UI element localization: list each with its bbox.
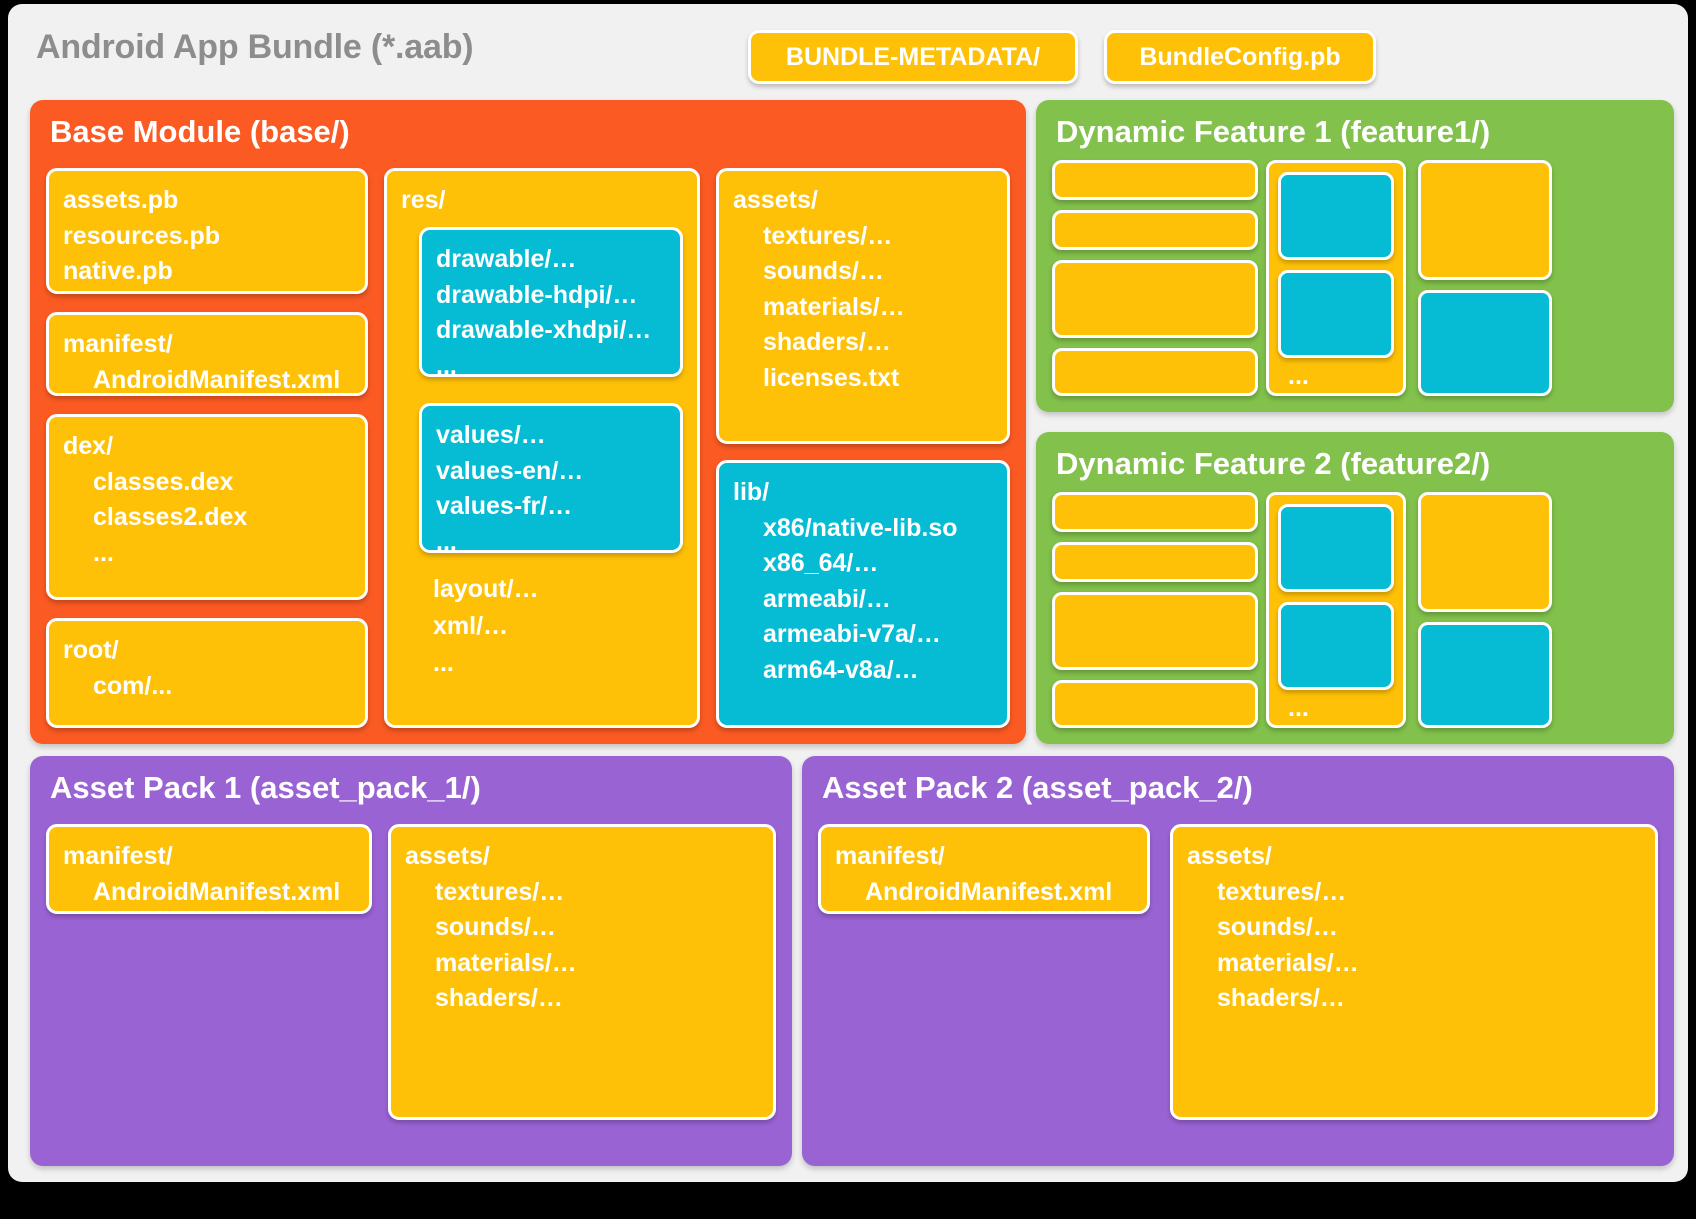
assets-sounds-line: sounds/… — [763, 257, 884, 285]
ap2-sounds-line: sounds/… — [1217, 913, 1338, 941]
manifest-dir-line: manifest/ — [63, 330, 173, 358]
classes-dex-line: classes.dex — [93, 467, 234, 496]
lib-x86-line: x86/native-lib.so — [763, 513, 958, 542]
ap2-manifest-dir-line: manifest/ — [835, 842, 945, 870]
lib-armeabi-v7a-line: armeabi-v7a/… — [763, 620, 941, 648]
ap1-materials-line: materials/… — [435, 948, 577, 977]
page-title: Android App Bundle (*.aab) — [36, 28, 474, 66]
bundle-header: Android App Bundle (*.aab) BUNDLE-METADA… — [8, 4, 1688, 96]
feature1-box-a4[interactable] — [1052, 348, 1258, 396]
resources-pb-line: resources.pb — [63, 221, 221, 250]
asset-pack-1-title: Asset Pack 1 (asset_pack_1/) — [50, 770, 481, 805]
drawable-hdpi-line: drawable-hdpi/… — [436, 280, 638, 309]
feature2-box-r1[interactable] — [1418, 492, 1552, 612]
asset-pack-2-assets-box[interactable]: assets/ textures/… sounds/… materials/… … — [1170, 824, 1658, 1120]
res-ellipsis-line: ... — [433, 649, 454, 677]
feature2-ellipsis: ... — [1288, 694, 1309, 722]
assets-dir-line: assets/ — [733, 186, 818, 214]
res-values-box[interactable]: values/… values-en/… values-fr/… ... — [419, 403, 683, 553]
lib-dir-line: lib/ — [733, 478, 770, 506]
lib-arm64-v8a-line: arm64-v8a/… — [763, 655, 919, 684]
base-module-title: Base Module (base/) — [50, 114, 350, 149]
lib-armeabi-line: armeabi/… — [763, 584, 891, 613]
feature2-box-a2[interactable] — [1052, 542, 1258, 582]
dynamic-feature-2-title: Dynamic Feature 2 (feature2/) — [1056, 446, 1491, 481]
feature1-box-r2[interactable] — [1418, 290, 1552, 396]
ap2-shaders-line: shaders/… — [1217, 984, 1345, 1012]
asset-pack-2-manifest-box[interactable]: manifest/ AndroidManifest.xml — [818, 824, 1150, 914]
base-assets-box[interactable]: assets/ textures/… sounds/… materials/… … — [716, 168, 1010, 444]
ap1-shaders-line: shaders/… — [435, 984, 563, 1012]
assets-textures-line: textures/… — [763, 221, 893, 250]
values-line: values/… — [436, 421, 546, 449]
dynamic-feature-2-panel[interactable]: Dynamic Feature 2 (feature2/) ... — [1036, 432, 1674, 744]
root-ellipsis-line: ... — [93, 707, 114, 728]
feature2-box-a4[interactable] — [1052, 680, 1258, 728]
feature1-ellipsis: ... — [1288, 362, 1309, 390]
asset-pack-2-panel[interactable]: Asset Pack 2 (asset_pack_2/) manifest/ A… — [802, 756, 1674, 1166]
feature2-box-a1[interactable] — [1052, 492, 1258, 532]
layout-line: layout/… — [433, 575, 539, 603]
feature1-box-a2[interactable] — [1052, 210, 1258, 250]
native-pb-line: native.pb — [63, 257, 173, 285]
feature1-res-child-2[interactable] — [1278, 270, 1394, 358]
asset-pack-1-panel[interactable]: Asset Pack 1 (asset_pack_1/) manifest/ A… — [30, 756, 792, 1166]
feature2-res-child-2[interactable] — [1278, 602, 1394, 690]
res-dir-line: res/ — [401, 186, 446, 214]
base-module-panel[interactable]: Base Module (base/) assets.pb resources.… — [30, 100, 1026, 744]
ap2-textures-line: textures/… — [1217, 877, 1347, 906]
base-lib-box[interactable]: lib/ x86/native-lib.so x86_64/… armeabi/… — [716, 460, 1010, 728]
drawable-ellipsis-line: ... — [436, 351, 457, 377]
dynamic-feature-1-title: Dynamic Feature 1 (feature1/) — [1056, 114, 1491, 149]
ap1-android-manifest-line: AndroidManifest.xml — [93, 877, 341, 906]
dex-ellipsis-line: ... — [93, 538, 114, 567]
lib-x86-64-line: x86_64/… — [763, 549, 879, 577]
asset-pack-2-title: Asset Pack 2 (asset_pack_2/) — [822, 770, 1253, 805]
ap2-android-manifest-line: AndroidManifest.xml — [865, 877, 1113, 906]
feature2-res-child-1[interactable] — [1278, 504, 1394, 592]
feature1-res-child-1[interactable] — [1278, 172, 1394, 260]
drawable-xhdpi-line: drawable-xhdpi/… — [436, 316, 652, 344]
root-com-line: com/... — [93, 671, 173, 700]
assets-shaders-line: shaders/… — [763, 328, 891, 356]
xml-line: xml/… — [433, 612, 509, 640]
ap1-sounds-line: sounds/… — [435, 913, 556, 941]
values-en-line: values-en/… — [436, 456, 584, 485]
drawable-line: drawable/… — [436, 245, 577, 273]
asset-pack-1-manifest-box[interactable]: manifest/ AndroidManifest.xml — [46, 824, 372, 914]
dex-dir-line: dex/ — [63, 432, 114, 460]
android-manifest-line: AndroidManifest.xml — [93, 365, 341, 394]
bundle-metadata-pill[interactable]: BUNDLE-METADATA/ — [748, 30, 1078, 84]
bundle-config-pill[interactable]: BundleConfig.pb — [1104, 30, 1376, 84]
ap2-materials-line: materials/… — [1217, 948, 1359, 977]
feature2-box-r2[interactable] — [1418, 622, 1552, 728]
base-manifest-box[interactable]: manifest/ AndroidManifest.xml — [46, 312, 368, 396]
base-proto-files-box[interactable]: assets.pb resources.pb native.pb — [46, 168, 368, 294]
values-fr-line: values-fr/… — [436, 492, 573, 520]
base-dex-box[interactable]: dex/ classes.dex classes2.dex ... — [46, 414, 368, 600]
classes2-dex-line: classes2.dex — [93, 503, 248, 531]
ap1-assets-dir-line: assets/ — [405, 842, 490, 870]
values-ellipsis-line: ... — [436, 527, 457, 553]
ap1-textures-line: textures/… — [435, 877, 565, 906]
res-other-dirs-group: layout/… xml/… ... — [433, 571, 539, 682]
asset-pack-1-assets-box[interactable]: assets/ textures/… sounds/… materials/… … — [388, 824, 776, 1120]
feature1-box-a3[interactable] — [1052, 260, 1258, 338]
res-drawable-box[interactable]: drawable/… drawable-hdpi/… drawable-xhdp… — [419, 227, 683, 377]
dynamic-feature-1-panel[interactable]: Dynamic Feature 1 (feature1/) ... — [1036, 100, 1674, 412]
ap1-manifest-dir-line: manifest/ — [63, 842, 173, 870]
base-res-box[interactable]: res/ drawable/… drawable-hdpi/… drawable… — [384, 168, 700, 728]
ap2-assets-dir-line: assets/ — [1187, 842, 1272, 870]
feature2-box-a3[interactable] — [1052, 592, 1258, 670]
assets-licenses-line: licenses.txt — [763, 363, 900, 392]
feature1-box-r1[interactable] — [1418, 160, 1552, 280]
android-app-bundle-card: Android App Bundle (*.aab) BUNDLE-METADA… — [8, 4, 1688, 1182]
root-dir-line: root/ — [63, 636, 119, 664]
base-root-box[interactable]: root/ com/... ... — [46, 618, 368, 728]
assets-materials-line: materials/… — [763, 292, 905, 321]
assets-pb-line: assets.pb — [63, 186, 179, 214]
feature1-box-a1[interactable] — [1052, 160, 1258, 200]
